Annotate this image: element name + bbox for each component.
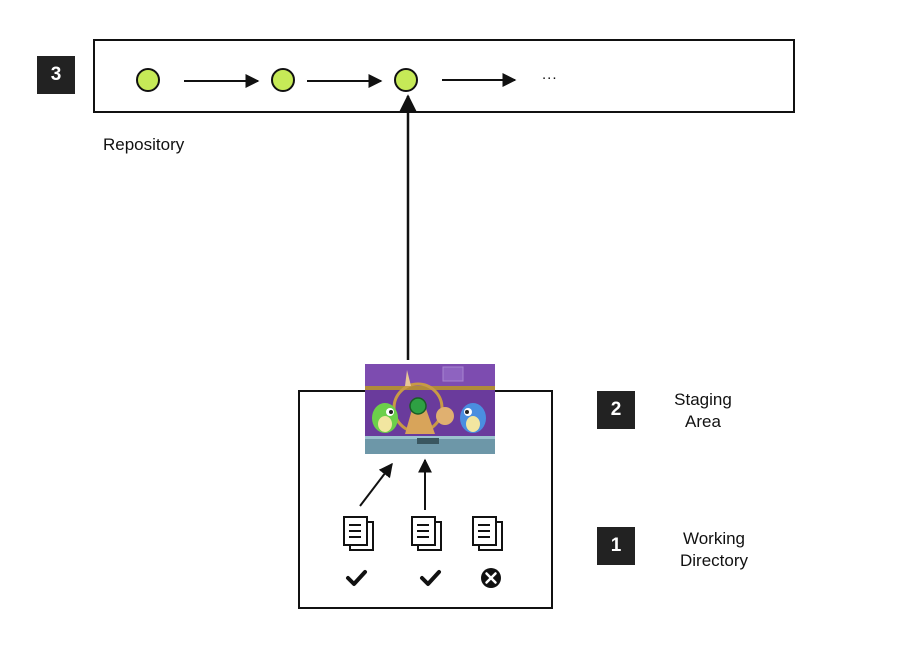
add-file-arrow [359, 462, 393, 507]
commit-node [136, 68, 160, 92]
document-icon [411, 516, 442, 551]
checkmark-icon [420, 570, 441, 586]
checkmark-icon [346, 570, 367, 586]
more-commits-ellipsis: ... [542, 66, 558, 83]
x-circle-icon [481, 568, 501, 588]
repository-label: Repository [103, 135, 185, 154]
working-directory-label-line1: Working [682, 529, 746, 548]
staging-area-badge: 2 [597, 391, 635, 429]
working-directory-label-line2: Directory [679, 551, 748, 570]
repository-badge: 3 [37, 56, 75, 94]
repository-box [93, 39, 795, 113]
working-directory-label: Working Directory [664, 528, 764, 572]
staging-area-label: Staging Area [660, 389, 746, 433]
document-icon [343, 516, 374, 551]
staging-area-game-image [365, 364, 495, 454]
staging-area-label-line2: Area [685, 412, 721, 431]
commit-node [394, 68, 418, 92]
commit-node [271, 68, 295, 92]
working-directory-badge: 1 [597, 527, 635, 565]
staging-area-label-line1: Staging [674, 390, 732, 409]
document-icon [472, 516, 503, 551]
